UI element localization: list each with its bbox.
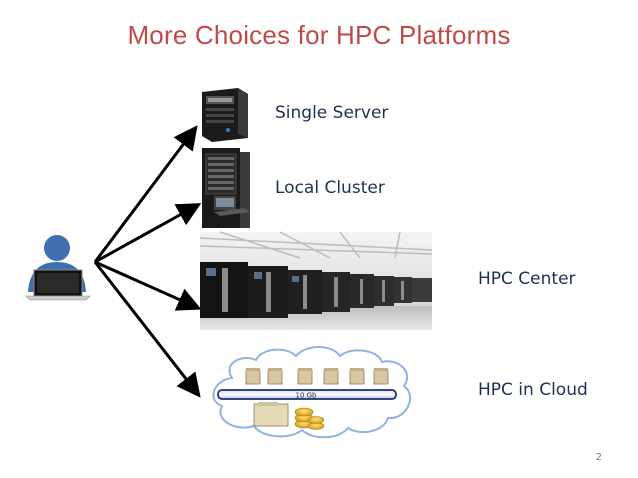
tower-server-icon <box>202 88 248 142</box>
label-single-server: Single Server <box>275 103 389 123</box>
label-hpc-in-cloud: HPC in Cloud <box>478 380 588 400</box>
datacenter-photo <box>199 231 433 330</box>
server-rack-icon <box>202 148 250 228</box>
cloud-server-boxes <box>245 369 389 385</box>
label-hpc-center: HPC Center <box>478 269 576 289</box>
page-number: 2 <box>595 452 602 463</box>
storage-box <box>253 402 289 427</box>
label-local-cluster: Local Cluster <box>275 178 385 198</box>
arrow-to-local-cluster <box>94 203 202 264</box>
user-laptop-icon <box>25 235 91 301</box>
network-pipe <box>217 389 397 400</box>
arrow-to-hpc-cloud <box>93 261 201 398</box>
slide-title: More Choices for HPC Platforms <box>127 20 511 50</box>
connection-arrows <box>93 125 202 398</box>
arrow-to-hpc-center <box>94 260 202 311</box>
arrow-to-single-server <box>93 125 198 263</box>
network-speed-label: 10 Gb <box>296 392 318 400</box>
coin-stack-icon <box>294 407 325 430</box>
cloud-icon <box>212 346 411 439</box>
